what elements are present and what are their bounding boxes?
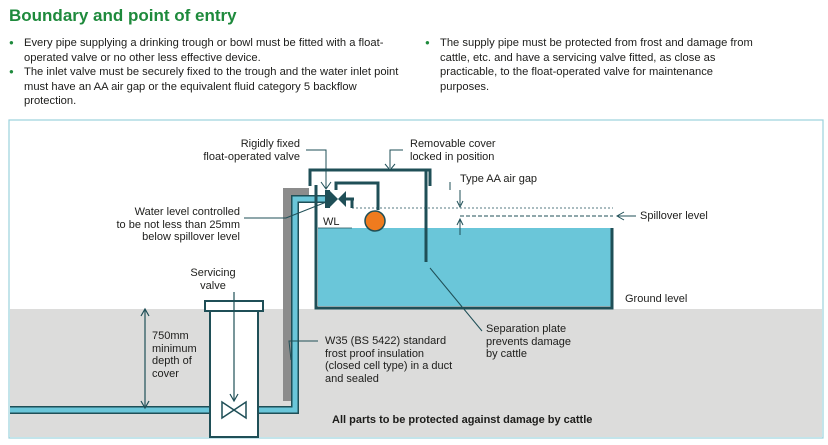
bullet-item: The supply pipe must be protected from f… — [425, 36, 765, 94]
insulation-label: W35 (BS 5422) standard frost proof insul… — [325, 335, 453, 385]
trough-body — [314, 185, 614, 310]
removable-cover — [308, 168, 432, 186]
float-ball-icon — [364, 210, 386, 232]
servicing-valve-icon — [221, 400, 247, 420]
ground-level-label: Ground level — [625, 293, 688, 305]
depth-label: 750mm minimum depth of cover — [152, 330, 197, 380]
air-gap-label: Type AA air gap — [460, 173, 538, 185]
wl-label: WL — [323, 216, 340, 228]
spillover-label: Spillover level — [640, 210, 708, 222]
float-valve-label: Rigidly fixed float-operated valve — [203, 138, 300, 163]
bullet-item: Every pipe supplying a drinking trough o… — [9, 36, 409, 65]
page-title: Boundary and point of entry — [9, 6, 237, 25]
leader-lines — [244, 149, 636, 361]
water-level-label: Water level controlled to be not less th… — [116, 206, 240, 244]
insulation-duct-top — [283, 188, 309, 197]
servicing-valve-label: Servicing valve — [190, 267, 236, 292]
bullet-list-left: Every pipe supplying a drinking trough o… — [9, 36, 409, 109]
trough-water — [318, 228, 611, 306]
separation-plate-label: Separation plate prevents damage by catt… — [486, 323, 571, 361]
cover-label: Removable cover locked in position — [410, 138, 496, 163]
protection-note: All parts to be protected against damage… — [332, 414, 593, 426]
bullet-item: The inlet valve must be securely fixed t… — [9, 65, 409, 109]
supply-pipe — [10, 195, 325, 414]
bullet-list-right: The supply pipe must be protected from f… — [425, 36, 765, 94]
